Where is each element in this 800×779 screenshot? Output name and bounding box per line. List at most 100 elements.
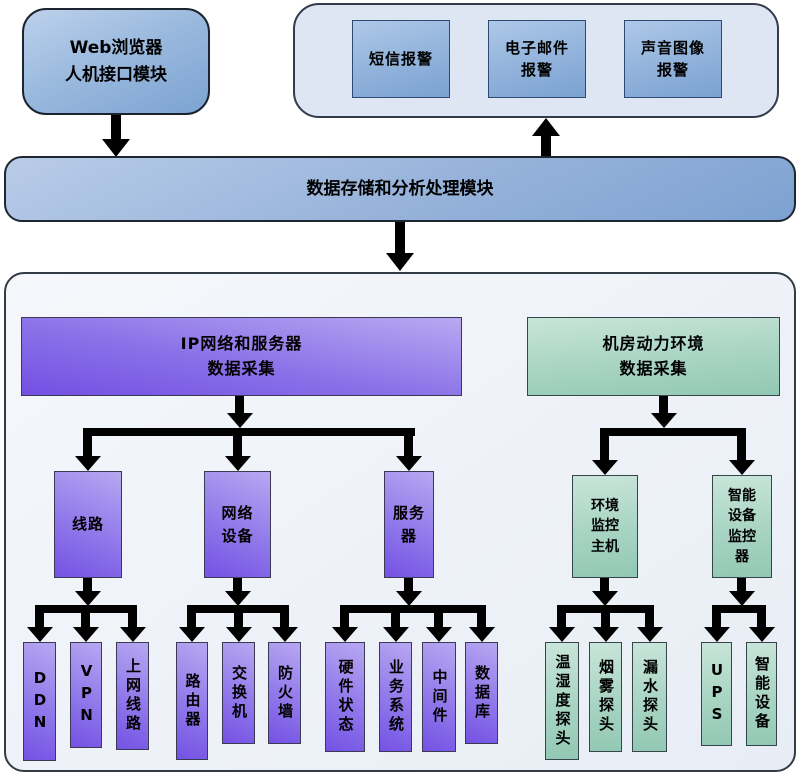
smartmon-subtree-stem bbox=[737, 578, 746, 593]
envhost-drop1-stem bbox=[557, 613, 566, 629]
node-env-monitor-host-label: 环境 监控 主机 bbox=[591, 498, 619, 555]
netequip-drop1-stem bbox=[187, 613, 196, 629]
arrow-storage-to-collection-head bbox=[386, 253, 414, 271]
leaf-ddn: DDN bbox=[23, 642, 56, 761]
arrow-web-to-storage-head bbox=[102, 139, 130, 157]
node-network-equipment: 网络 设备 bbox=[204, 471, 271, 578]
leaf-temp-humidity-probe-label: 温湿度探头 bbox=[553, 653, 572, 749]
leaf-database-label: 数据库 bbox=[473, 664, 491, 722]
env-tree-drop2-stem bbox=[737, 436, 746, 462]
line-subtree-splitter bbox=[35, 605, 137, 613]
leaf-smoke-probe: 烟雾探头 bbox=[589, 642, 622, 752]
leaf-ddn-label: DDN bbox=[31, 668, 49, 735]
arrow-storage-to-collection-stem bbox=[395, 222, 405, 254]
smartmon-subtree-splitter bbox=[712, 605, 766, 613]
leaf-router-label: 路由器 bbox=[183, 672, 202, 730]
netequip-drop2-head bbox=[226, 627, 252, 642]
netequip-subtree-stem bbox=[233, 578, 242, 593]
env-tree-drop2-head bbox=[729, 460, 755, 475]
node-smart-device-monitor-label: 智能 设备 监控 器 bbox=[728, 487, 756, 565]
smartmon-drop1-head bbox=[704, 627, 730, 642]
envhost-drop1-head bbox=[549, 627, 575, 642]
smartmon-drop2-stem bbox=[757, 613, 766, 629]
server-drop4-head bbox=[469, 627, 495, 642]
web-browser-module-box: Web浏览器 人机接口模块 bbox=[22, 8, 210, 115]
line-drop3-stem bbox=[128, 613, 137, 629]
leaf-business-system: 业务系统 bbox=[379, 642, 412, 752]
leaf-vpn: VPN bbox=[70, 642, 102, 748]
leaf-vpn-label: VPN bbox=[77, 662, 96, 728]
leaf-smart-device-label: 智能设备 bbox=[753, 656, 771, 732]
line-subtree-head bbox=[75, 591, 101, 606]
env-collection-label: 机房动力环境 数据采集 bbox=[602, 333, 705, 378]
node-line: 线路 bbox=[54, 471, 122, 578]
server-drop4-stem bbox=[477, 613, 486, 629]
storage-analysis-module-bar: 数据存储和分析处理模块 bbox=[4, 156, 796, 222]
audio-visual-alarm-box: 声音图像 报警 bbox=[624, 20, 722, 98]
server-subtree-stem bbox=[404, 578, 413, 593]
leaf-firewall: 防火墙 bbox=[268, 642, 301, 744]
line-subtree-stem bbox=[83, 578, 92, 593]
server-drop2-head bbox=[383, 627, 409, 642]
env-tree-arrowhead bbox=[651, 413, 677, 428]
leaf-ups: UPS bbox=[701, 642, 732, 746]
ip-tree-drop3-stem bbox=[404, 436, 413, 458]
leaf-middleware: 中间件 bbox=[422, 642, 456, 752]
leaf-smoke-probe-label: 烟雾探头 bbox=[597, 659, 615, 735]
envhost-drop3-head bbox=[637, 627, 663, 642]
leaf-water-leak-probe: 漏水探头 bbox=[632, 642, 667, 752]
env-tree-splitter bbox=[600, 428, 746, 436]
line-drop1-stem bbox=[35, 613, 44, 629]
envhost-drop2-stem bbox=[601, 613, 610, 629]
server-drop1-stem bbox=[340, 613, 349, 629]
server-subtree-head bbox=[396, 591, 422, 606]
leaf-business-system-label: 业务系统 bbox=[387, 659, 405, 735]
netequip-subtree-head bbox=[225, 591, 251, 606]
env-collection-header: 机房动力环境 数据采集 bbox=[527, 317, 780, 396]
netequip-drop1-head bbox=[179, 627, 205, 642]
leaf-hardware-status: 硬件状态 bbox=[325, 642, 365, 752]
leaf-switch-label: 交换机 bbox=[230, 664, 248, 722]
line-drop1-head bbox=[27, 627, 53, 642]
line-drop3-head bbox=[120, 627, 146, 642]
leaf-router: 路由器 bbox=[176, 642, 208, 760]
node-line-label: 线路 bbox=[71, 515, 104, 534]
server-drop3-stem bbox=[434, 613, 443, 629]
env-tree-drop1-stem bbox=[600, 436, 609, 462]
sms-alarm-box: 短信报警 bbox=[352, 20, 450, 98]
envhost-subtree-head bbox=[592, 591, 618, 606]
ip-network-collection-label: IP网络和服务器 数据采集 bbox=[180, 333, 303, 378]
smartmon-subtree-head bbox=[729, 591, 755, 606]
node-network-equipment-label: 网络 设备 bbox=[221, 504, 254, 545]
env-tree-drop1-head bbox=[592, 460, 618, 475]
storage-analysis-module-label: 数据存储和分析处理模块 bbox=[306, 178, 494, 199]
line-drop2-stem bbox=[81, 613, 90, 629]
ip-tree-stem bbox=[235, 396, 244, 414]
ip-tree-drop3-head bbox=[396, 456, 422, 471]
server-drop1-head bbox=[332, 627, 358, 642]
arrow-storage-to-alarm-stem bbox=[541, 134, 551, 157]
leaf-internet-line-label: 上网线路 bbox=[124, 658, 142, 734]
server-drop2-stem bbox=[391, 613, 400, 629]
netequip-subtree-splitter bbox=[187, 605, 289, 613]
netequip-drop3-stem bbox=[280, 613, 289, 629]
ip-tree-drop1-stem bbox=[83, 436, 92, 458]
leaf-switch: 交换机 bbox=[222, 642, 255, 744]
leaf-temp-humidity-probe: 温湿度探头 bbox=[545, 642, 579, 760]
smartmon-drop2-head bbox=[749, 627, 775, 642]
ip-tree-arrowhead bbox=[227, 413, 253, 428]
env-tree-stem bbox=[659, 396, 668, 414]
email-alarm-label: 电子邮件 报警 bbox=[504, 38, 569, 80]
leaf-internet-line: 上网线路 bbox=[116, 642, 149, 750]
arrow-storage-to-alarm-head bbox=[532, 118, 560, 136]
envhost-subtree-splitter bbox=[557, 605, 654, 613]
sms-alarm-label: 短信报警 bbox=[368, 49, 433, 68]
server-subtree-splitter bbox=[340, 605, 486, 613]
smartmon-drop1-stem bbox=[712, 613, 721, 629]
ip-tree-drop2-head bbox=[225, 456, 251, 471]
email-alarm-box: 电子邮件 报警 bbox=[488, 20, 586, 98]
envhost-drop2-head bbox=[593, 627, 619, 642]
leaf-smart-device: 智能设备 bbox=[746, 642, 777, 746]
arrow-web-to-storage-stem bbox=[111, 115, 121, 141]
